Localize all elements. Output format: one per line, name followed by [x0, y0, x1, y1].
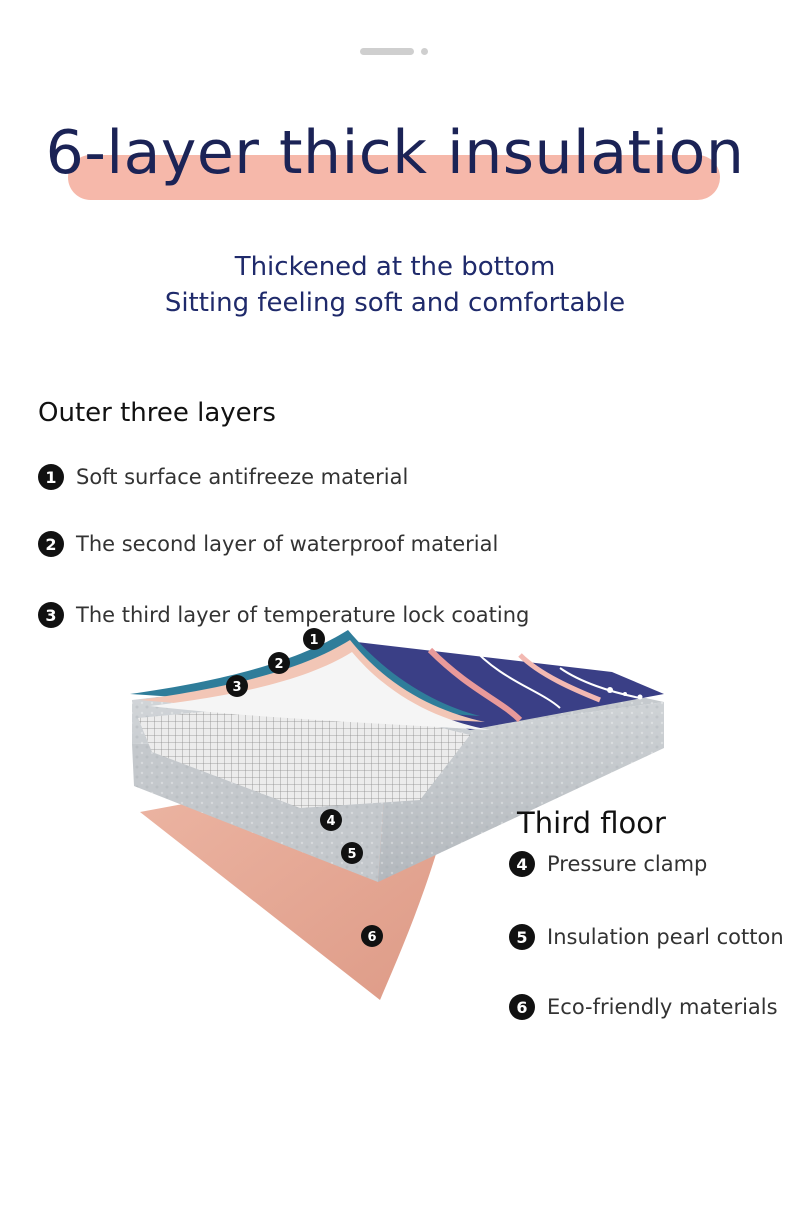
carousel-indicator-active	[360, 48, 414, 55]
layer-item-4: 4 Pressure clamp	[509, 851, 707, 877]
layer-label: The second layer of waterproof material	[76, 532, 499, 556]
title-highlight	[68, 155, 720, 200]
layer-item-3: 3 The third layer of temperature lock co…	[38, 602, 529, 628]
layer-label: Pressure clamp	[547, 852, 708, 876]
number-badge: 2	[38, 531, 64, 557]
marker-3: 3	[226, 675, 248, 697]
number-badge: 4	[509, 851, 535, 877]
outer-layers-heading: Outer three layers	[38, 398, 276, 428]
marker-4: 4	[320, 809, 342, 831]
layer-item-5: 5 Insulation pearl cotton	[509, 924, 784, 950]
svg-text:2: 2	[274, 657, 283, 672]
temperature-lock-coating	[150, 652, 490, 730]
layer-item-2: 2 The second layer of waterproof materia…	[38, 531, 498, 557]
number-badge: 6	[509, 994, 535, 1020]
svg-text:5: 5	[347, 847, 356, 862]
svg-text:6: 6	[367, 930, 376, 945]
layer-item-6: 6 Eco-friendly materials	[509, 994, 778, 1020]
subtitle-line-2: Sitting feeling soft and comfortable	[164, 288, 626, 318]
subtitle-line-1: Thickened at the bottom	[234, 252, 556, 282]
page-title: 6-layer thick insulation	[45, 118, 745, 188]
number-badge: 1	[38, 464, 64, 490]
svg-text:4: 4	[326, 814, 335, 829]
number-badge: 3	[38, 602, 64, 628]
layer-label: The third layer of temperature lock coat…	[76, 603, 530, 627]
marker-5: 5	[341, 842, 363, 864]
page-title-block: 6-layer thick insulation	[0, 110, 790, 210]
svg-text:3: 3	[232, 680, 241, 695]
marker-1: 1	[303, 628, 325, 650]
layer-label: Eco-friendly materials	[547, 995, 778, 1019]
svg-text:1: 1	[309, 633, 318, 648]
carousel-indicator-dot	[421, 48, 428, 55]
marker-2: 2	[268, 652, 290, 674]
number-badge: 5	[509, 924, 535, 950]
layer-label: Soft surface antifreeze material	[76, 465, 409, 489]
third-floor-heading: Third floor	[517, 806, 666, 840]
marker-6: 6	[361, 925, 383, 947]
layer-item-1: 1 Soft surface antifreeze material	[38, 464, 408, 490]
pressure-clamp-mesh	[138, 700, 470, 808]
layer-label: Insulation pearl cotton	[547, 925, 784, 949]
